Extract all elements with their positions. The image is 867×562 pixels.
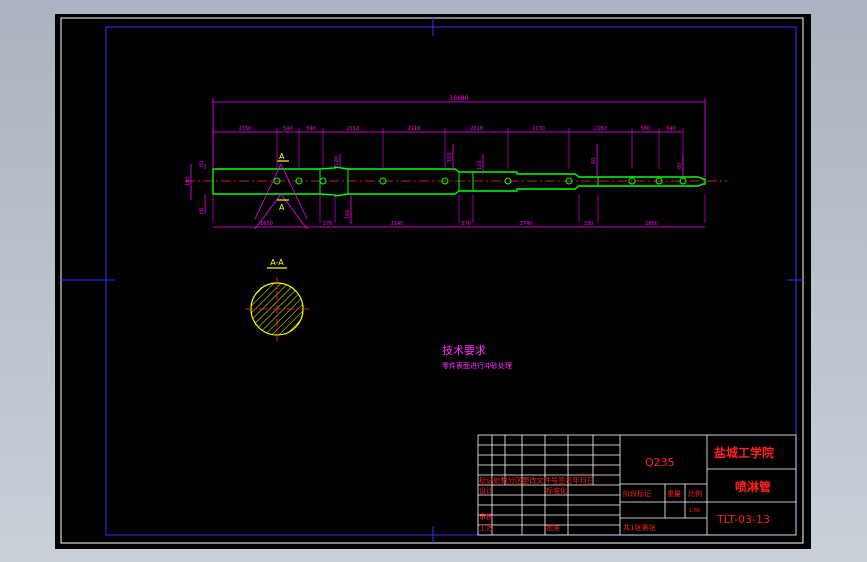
tb-material: Q235: [645, 456, 675, 469]
nozzle-hole: [295, 177, 303, 185]
tb-part-name: 喷淋管: [735, 479, 771, 494]
sheet-inner-border: [105, 26, 797, 536]
tech-notes-line: 零件表面进行冲砂处理: [442, 361, 512, 370]
section-arrows: [277, 160, 289, 201]
tb-sheets: 共1张第张: [623, 523, 655, 532]
dim-text: 590: [306, 126, 316, 132]
nozzle-hole: [441, 177, 449, 185]
dim-text: 2118: [347, 126, 360, 132]
cad-drawing: A A 16680 2150 540 590 2118 2118 2018 2130 2182…: [55, 14, 811, 549]
dim-text: 330: [584, 221, 594, 227]
dim-text: 2018: [470, 126, 483, 132]
tb-review: 审核: [479, 512, 493, 521]
dim-text: 3140: [391, 221, 404, 227]
tb-design: 设计: [479, 486, 493, 495]
nozzle-hole: [655, 177, 663, 185]
tb-school: 盐城工学院: [714, 445, 774, 460]
canvas-background: [55, 14, 811, 549]
title-block: [477, 434, 797, 536]
vertical-dim-text: 180: [185, 176, 191, 186]
dim-text: 540: [283, 126, 293, 132]
section-line: [254, 193, 282, 230]
nozzle-hole: [273, 177, 281, 185]
vertical-dim-text: 100: [447, 152, 453, 162]
nozzle-hole: [628, 177, 636, 185]
dim-text: 2850: [645, 221, 658, 227]
dim-text: 376: [323, 221, 333, 227]
vertical-dim-text: 60: [199, 208, 205, 214]
section-label-bottom: A: [279, 203, 285, 212]
overall-dimension-text: 16680: [449, 95, 468, 102]
tb-row-labels: 标记处数分区更改文件号签名年月日: [479, 476, 594, 485]
tb-scale-value: 1:50: [689, 508, 700, 514]
nozzle-holes: [273, 177, 687, 185]
nozzle-hole: [319, 177, 327, 185]
tb-process: 工艺: [479, 524, 493, 532]
top-dimension-chain: 2150 540 590 2118 2118 2018 2130 2182 580 540: [212, 126, 684, 169]
section-view-label: A-A: [270, 258, 284, 267]
vertical-dim-text: 120: [477, 160, 483, 170]
dim-text: 2130: [532, 126, 545, 132]
vertical-dim-text: 60: [677, 163, 683, 169]
dim-text: 1650: [260, 221, 273, 227]
cad-canvas[interactable]: A A 16680 2150 540 590 2118 2118 2018 2130 2182…: [55, 14, 811, 549]
nozzle-hole: [504, 177, 512, 185]
tb-scale: 比例: [688, 489, 702, 498]
section-label-top: A: [279, 152, 285, 161]
section-line: [280, 163, 308, 220]
tech-notes-title: 技术要求: [442, 344, 486, 357]
dim-text: 540: [666, 126, 676, 132]
nozzle-hole: [679, 177, 687, 185]
nozzle-hole: [565, 177, 573, 185]
dim-text: 2150: [239, 126, 252, 132]
vertical-dim-text: 60: [199, 161, 205, 167]
tb-weight: 重量: [667, 490, 681, 498]
dim-text: 376: [461, 221, 471, 227]
vertical-dim-text: 160: [345, 209, 351, 219]
vertical-dimensions: [190, 144, 684, 224]
tb-standardize: 标准化: [546, 486, 567, 495]
tb-stage-mark: 阶段标记: [623, 489, 651, 498]
dim-text: 2740: [520, 221, 533, 227]
tb-drawing-no: TLT-03-13: [716, 513, 770, 526]
vertical-dim-text: 120: [334, 156, 340, 166]
tb-approve: 批准: [546, 523, 560, 532]
pipe-outline: [212, 166, 706, 197]
vertical-dim-text: 60: [591, 158, 597, 164]
dim-text: 580: [641, 126, 651, 132]
dim-text: 2118: [408, 126, 421, 132]
nozzle-hole: [379, 177, 387, 185]
section-view: A-A: [245, 258, 309, 341]
section-line: [254, 163, 282, 220]
bottom-dimension-chain: 1650 376 3140 376 2740 330 2850: [212, 194, 706, 228]
dim-text: 2182: [594, 126, 607, 132]
